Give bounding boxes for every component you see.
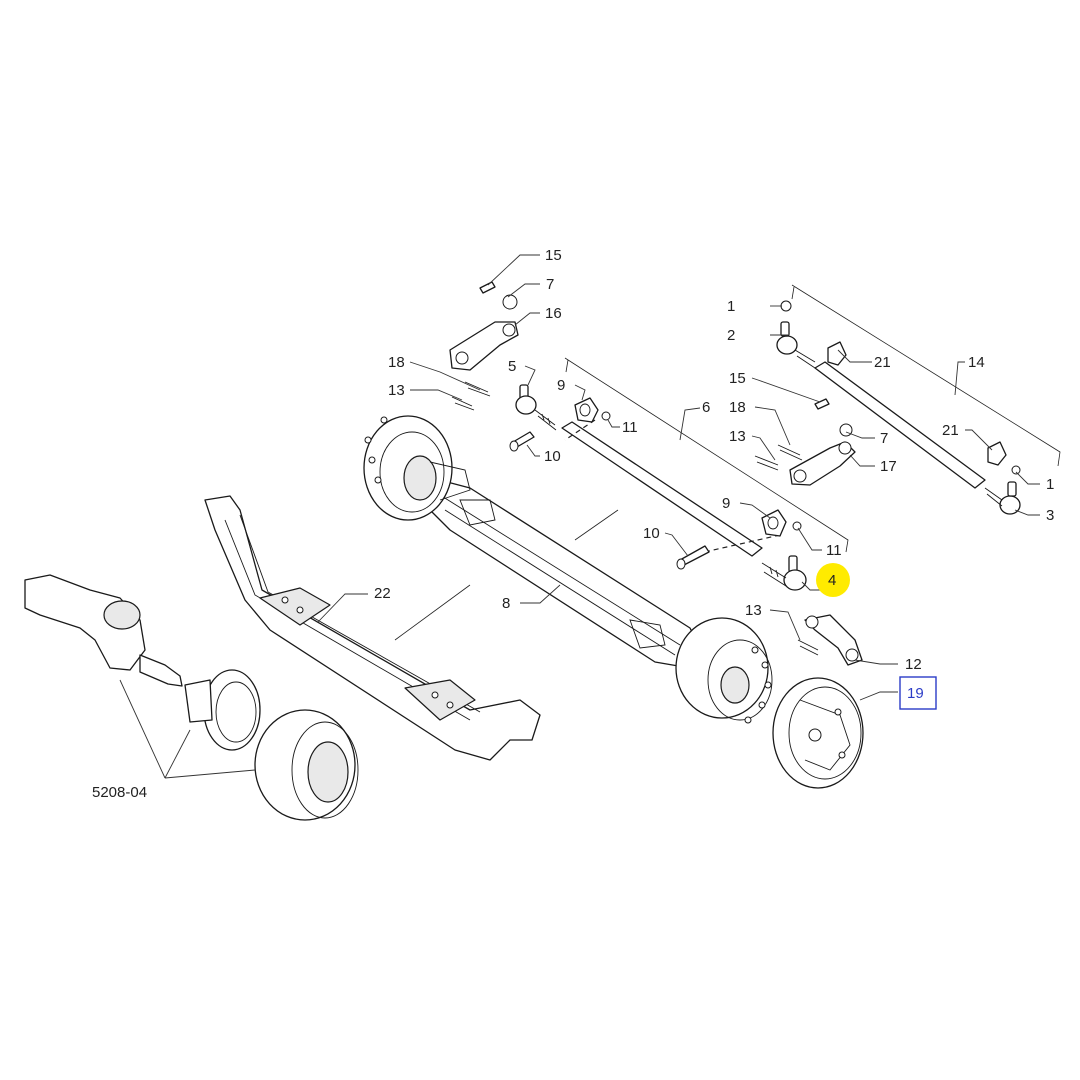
bolt-10-top [509,431,535,452]
callout-17[interactable]: 17 [880,458,897,475]
left-brake-drum [363,415,471,521]
steering-arm-12 [797,614,863,666]
callout-18-right[interactable]: 18 [729,399,746,416]
callout-22[interactable]: 22 [374,585,391,602]
callout-5[interactable]: 5 [508,358,516,375]
callout-11-top[interactable]: 11 [622,419,638,436]
leader-lines [317,254,1040,701]
callout-15-right[interactable]: 15 [729,370,746,387]
brake-backing-plate [772,677,864,789]
callout-1-top[interactable]: 1 [727,298,735,315]
callout-13-right[interactable]: 13 [729,428,746,445]
clamp-top [574,397,611,423]
callout-10-mid[interactable]: 10 [643,525,660,542]
callout-21-right[interactable]: 21 [942,422,959,439]
group-bracket-lines [394,284,1061,641]
steering-knuckle [24,574,183,687]
steering-arm-16 [449,281,519,411]
callout-5208-04[interactable]: 5208-04 [92,784,147,801]
callout-19-link-box[interactable] [899,676,937,710]
callout-7-right[interactable]: 7 [880,430,888,447]
callout-18-left[interactable]: 18 [388,354,405,371]
callout-8[interactable]: 8 [502,595,510,612]
callout-12[interactable]: 12 [905,656,922,673]
callout-3[interactable]: 3 [1046,507,1054,524]
callout-13-left[interactable]: 13 [388,382,405,399]
callout-19[interactable]: 19 [907,685,924,702]
wheel-hub [184,669,261,751]
callout-14[interactable]: 14 [968,354,985,371]
i-beam-axle [204,495,541,761]
callout-4-highlight [816,563,850,597]
callout-21-top[interactable]: 21 [874,354,891,371]
callout-11-mid[interactable]: 11 [826,542,842,559]
callout-4[interactable]: 4 [828,572,836,589]
tie-rod-center [561,419,781,557]
leader-lines-5208 [119,679,256,779]
tie-rod-end-left [515,384,557,431]
callout-16[interactable]: 16 [545,305,562,322]
callout-6[interactable]: 6 [702,399,710,416]
callout-9-top[interactable]: 9 [557,377,565,394]
clamp-mid [761,509,802,537]
tie-rod-end-right [761,555,807,591]
bolt-10-mid [676,545,710,570]
callout-2[interactable]: 2 [727,327,735,344]
callout-10-top[interactable]: 10 [544,448,561,465]
front-axle-beam [429,477,701,669]
callout-15-top[interactable]: 15 [545,247,562,264]
callout-7-top[interactable]: 7 [546,276,554,293]
callout-13-bottom[interactable]: 13 [745,602,762,619]
callout-9-mid[interactable]: 9 [722,495,730,512]
callout-labels: 15 7 16 18 13 5 9 11 10 6 1 2 21 14 15 1… [92,247,1054,801]
brake-drum-detached [254,709,359,821]
drag-link [776,300,1021,515]
callout-1-bottom[interactable]: 1 [1046,476,1054,493]
steering-arm-17 [754,398,856,486]
right-brake-drum [675,617,773,724]
